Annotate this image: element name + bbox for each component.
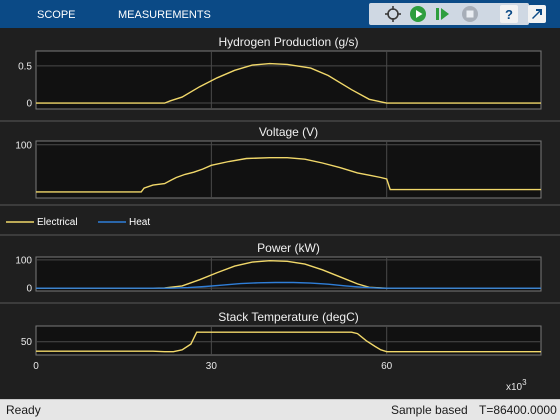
stack-temperature-axes: 50 Stack Temperature (degC) 0 30 60 x103: [21, 310, 542, 393]
expand-arrow-icon: [528, 5, 546, 23]
legend-label-heat: Heat: [129, 217, 150, 228]
tab-measurements[interactable]: MEASUREMENTS: [118, 9, 211, 21]
axes-title: Stack Temperature (degC): [218, 310, 359, 324]
tab-scope[interactable]: SCOPE: [37, 9, 76, 21]
x-tick-label: 30: [206, 361, 218, 372]
help-icon: ?: [500, 5, 518, 23]
series-line-electrical: [36, 259, 541, 289]
scope-plots: 0 0.5 Hydrogen Production (g/s) 100 Voltage…: [0, 35, 560, 393]
stop-button[interactable]: [460, 4, 480, 24]
plot-area[interactable]: [35, 50, 542, 110]
plot-area[interactable]: [35, 140, 542, 199]
toolbar: SCOPE MEASUREMENTS: [0, 0, 560, 28]
y-tick-label: 0.5: [18, 61, 32, 72]
hydrogen-production-axes: 0 0.5 Hydrogen Production (g/s): [18, 35, 542, 110]
stop-icon: [462, 6, 478, 22]
axes-title: Hydrogen Production (g/s): [218, 35, 358, 49]
status-text: Ready: [6, 403, 41, 417]
y-tick-label: 100: [15, 140, 32, 151]
highlight-signal-button[interactable]: [383, 4, 403, 24]
status-bar: Ready Sample based T=86400.0000: [0, 399, 560, 420]
signal-highlight-icon: [385, 6, 401, 22]
voltage-axes: 100 Voltage (V): [15, 125, 542, 199]
power-legend: Electrical Heat: [6, 217, 150, 228]
svg-text:?: ?: [505, 7, 513, 22]
x-tick-label: 60: [381, 361, 393, 372]
simulation-time: T=86400.0000: [479, 403, 557, 417]
simulation-controls: [369, 3, 529, 25]
x-exponent-power: 3: [522, 378, 527, 387]
series-line: [36, 157, 541, 193]
x-exponent-label: x103: [506, 378, 527, 393]
step-forward-icon: [436, 8, 449, 20]
legend-label-electrical: Electrical: [37, 217, 78, 228]
x-tick-label: 0: [33, 361, 39, 372]
y-tick-label: 0: [26, 284, 32, 295]
y-tick-label: 0: [26, 99, 32, 110]
step-forward-button[interactable]: [433, 4, 453, 24]
sample-mode: Sample based: [391, 403, 468, 417]
undock-button[interactable]: [527, 4, 547, 24]
y-tick-label: 100: [15, 255, 32, 266]
series-line: [36, 62, 541, 104]
plot-area[interactable]: [35, 325, 542, 356]
y-tick-label: 50: [21, 337, 33, 348]
power-axes: 0 100 Power (kW): [15, 241, 542, 295]
help-button[interactable]: ?: [499, 4, 519, 24]
axes-title: Voltage (V): [259, 125, 318, 139]
play-icon: [410, 6, 426, 22]
series-line: [36, 331, 541, 353]
series-line-heat: [36, 281, 541, 289]
run-button[interactable]: [408, 4, 428, 24]
plot-area[interactable]: [35, 256, 542, 292]
axes-title: Power (kW): [257, 241, 320, 255]
